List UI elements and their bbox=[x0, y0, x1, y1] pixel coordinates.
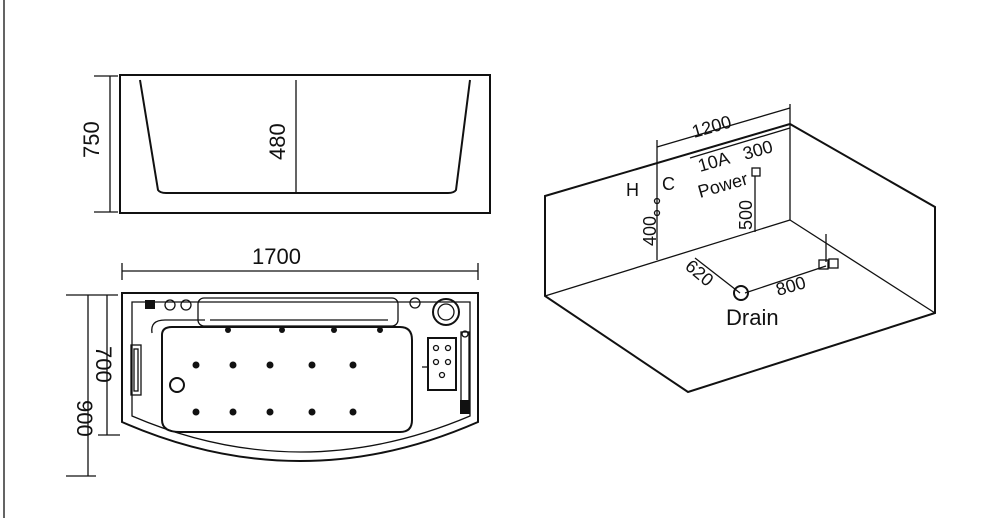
jet bbox=[308, 408, 316, 416]
drain-dim-620-line bbox=[694, 257, 741, 294]
power-offset-line bbox=[689, 127, 791, 159]
installation-view: 1200 H C 400 10A 300 Power 500 620 800 D… bbox=[544, 104, 936, 394]
span-dimension-line bbox=[656, 107, 791, 148]
total-width-label: 900 bbox=[72, 400, 97, 437]
panel-button bbox=[444, 358, 452, 366]
panel-button bbox=[438, 371, 446, 379]
panel-button bbox=[432, 358, 440, 366]
jet bbox=[266, 408, 274, 416]
span-1200-label: 1200 bbox=[690, 112, 734, 142]
dist-800-label: 800 bbox=[774, 272, 808, 300]
inner-basin bbox=[161, 326, 413, 433]
jet bbox=[308, 361, 316, 369]
control-knob-2 bbox=[180, 299, 192, 311]
installation-box-outline bbox=[544, 122, 936, 394]
jet bbox=[266, 361, 274, 369]
height-400-label: 400 bbox=[640, 216, 660, 246]
control-knob-3 bbox=[409, 297, 421, 309]
drain-dim-800-line bbox=[744, 265, 827, 294]
offset-300-label: 300 bbox=[741, 136, 775, 164]
jet bbox=[349, 408, 357, 416]
hot-pipe-point bbox=[653, 197, 661, 205]
jet bbox=[349, 361, 357, 369]
jet bbox=[229, 361, 237, 369]
pillow-jet-4 bbox=[377, 327, 383, 333]
tub-plan-rim bbox=[131, 301, 471, 453]
tub-side-outline bbox=[119, 74, 491, 214]
basin-edge-left bbox=[151, 319, 205, 334]
height-500-label: 500 bbox=[736, 200, 756, 230]
length-label: 1700 bbox=[252, 244, 301, 269]
jet bbox=[229, 408, 237, 416]
tub-side-inner-basin bbox=[139, 79, 471, 194]
length-dimension: 1700 bbox=[121, 244, 479, 280]
cold-label: C bbox=[662, 174, 675, 194]
side-handle-inner bbox=[133, 348, 139, 392]
total-height-label: 750 bbox=[79, 121, 104, 158]
pillow-jet-2 bbox=[279, 327, 285, 333]
floor-fixture-icon-2 bbox=[828, 258, 839, 269]
speaker-icon bbox=[432, 298, 460, 326]
side-handle bbox=[130, 344, 142, 396]
tub-plan-outline bbox=[121, 292, 479, 462]
shower-bar-cap bbox=[461, 330, 469, 338]
panel-button bbox=[432, 344, 440, 352]
power-socket-icon bbox=[751, 167, 761, 177]
jet bbox=[192, 408, 200, 416]
drain-ring-icon bbox=[169, 377, 185, 393]
pillow-jet-3 bbox=[331, 327, 337, 333]
floor-fixture-icon bbox=[818, 259, 829, 270]
power-rating-label: 10A bbox=[696, 148, 732, 176]
shower-bar-foot bbox=[460, 400, 470, 414]
jet bbox=[192, 361, 200, 369]
inner-depth-label: 480 bbox=[265, 123, 290, 160]
floor-back-left-edge bbox=[544, 219, 791, 297]
control-button-square bbox=[145, 300, 155, 309]
control-knob-1 bbox=[164, 299, 176, 311]
dist-620-label: 620 bbox=[681, 256, 717, 291]
speaker-inner-ring bbox=[437, 303, 455, 321]
panel-button bbox=[444, 344, 452, 352]
control-panel bbox=[427, 337, 457, 391]
cold-pipe-point bbox=[653, 209, 661, 217]
inner-width-label: 700 bbox=[91, 346, 116, 383]
floor-back-right-edge bbox=[789, 219, 936, 314]
drain-icon bbox=[733, 285, 749, 301]
drain-label: Drain bbox=[726, 305, 779, 330]
top-plan-view: 900 700 bbox=[66, 292, 479, 477]
side-elevation-view: 480 750 bbox=[79, 74, 491, 214]
pillow-jet-1 bbox=[225, 327, 231, 333]
hot-label: H bbox=[626, 180, 639, 200]
